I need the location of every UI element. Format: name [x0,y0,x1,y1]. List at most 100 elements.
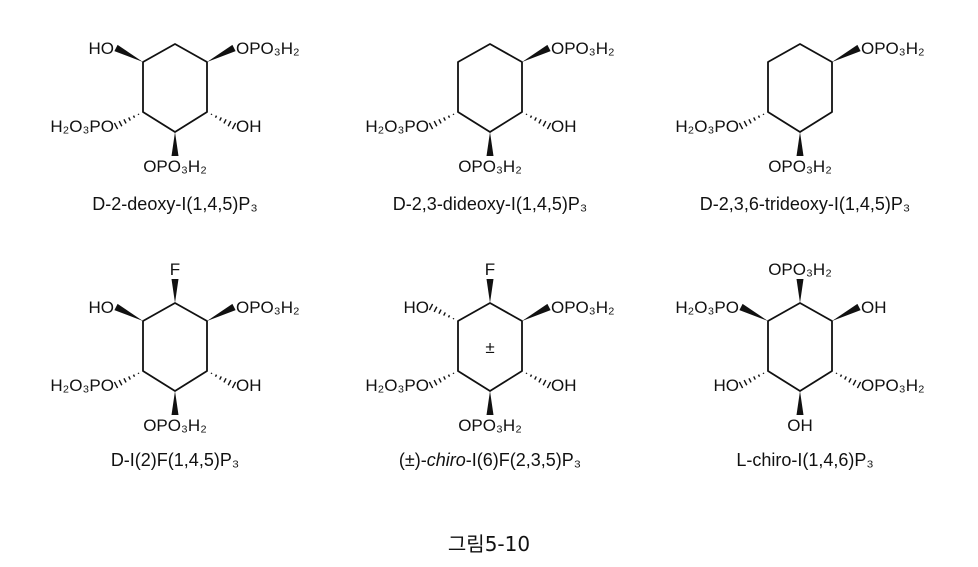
substituent-label: OPO₃H₂ [236,298,300,317]
wedge-bond [171,391,179,415]
hash-line [738,381,744,389]
substituent-label: OPO₃H₂ [458,416,522,435]
wedge-bond [486,391,494,415]
hash-line [227,120,232,127]
hash-line [534,117,537,121]
substituent-label: OH [787,416,813,435]
hash-line [137,372,140,375]
hash-line [128,376,131,380]
wedge-bond [486,279,494,303]
hash-line [118,120,123,127]
substituent-label: HO [89,39,115,58]
name-prefix: (±)- [398,450,427,470]
substituent-label: OPO₃H₂ [551,298,615,317]
hashed-bond [525,113,552,130]
hashed-bond [428,372,455,389]
hash-line [762,113,765,116]
hash-line [219,117,222,121]
hash-line [753,376,756,380]
hash-line [546,122,552,130]
hash-line [452,113,455,116]
substituent-label: OH [236,117,262,136]
hash-line [839,374,843,378]
hash-line [123,118,127,124]
substituent-label: HO [714,376,740,395]
hash-line [231,381,237,389]
hashed-bond [428,113,455,130]
hash-line [428,303,434,311]
hash-line [529,115,533,119]
hashed-bond [835,372,862,389]
hash-line [433,379,438,386]
hash-line [443,312,446,316]
hash-line [137,113,140,116]
hash-line [214,115,218,119]
cyclohexane-ring [457,43,523,133]
wedge-bond [114,303,143,321]
racemic-mark: ± [485,338,494,357]
hash-line [443,376,446,380]
wedge-bond [114,44,143,62]
hash-line [438,118,442,124]
wedge-bond [522,303,551,321]
substituent-label: H₂O₃PO [675,298,739,317]
hash-line [852,379,857,386]
hashed-bond [525,372,552,389]
substituent-label: OPO₃H₂ [861,376,925,395]
substituent-label: OPO₃H₂ [143,416,207,435]
hash-line [113,122,119,130]
hash-line [219,376,222,380]
hashed-bond [428,303,455,320]
compound-name-6: L-chiro-I(1,4,6)P₃ [736,450,874,470]
wedge-bond [832,44,861,62]
hash-line [118,379,123,386]
hash-line [538,377,542,383]
substituent-label: OPO₃H₂ [458,157,522,176]
substituent-label: OPO₃H₂ [143,157,207,176]
hash-line [132,374,136,378]
wedge-bond [522,44,551,62]
wedge-bond [796,132,804,156]
hash-line [743,120,748,127]
substituent-label: H₂O₃PO [365,117,429,136]
hashed-bond [113,113,140,130]
wedge-bond [796,391,804,415]
hash-line [438,309,442,315]
hash-line [525,372,528,375]
hash-line [447,374,451,378]
hash-line [214,374,218,378]
hash-line [856,381,862,389]
hash-line [762,372,765,375]
hash-line [452,372,455,375]
hash-line [848,377,852,383]
hash-line [223,118,227,124]
substituent-label: OH [551,117,577,136]
hash-line [438,377,442,383]
hash-line [443,117,446,121]
substituent-label: OPO₃H₂ [768,157,832,176]
hash-line [542,120,547,127]
hash-line [128,117,131,121]
cyclohexane-ring [142,43,208,133]
substituent-label: OPO₃H₂ [236,39,300,58]
name-italic: chiro [426,450,466,470]
hash-line [525,113,528,116]
substituent-label: OH [861,298,887,317]
hash-line [210,372,213,375]
hash-line [738,122,744,130]
substituent-label: OPO₃H₂ [551,39,615,58]
hash-line [534,376,537,380]
hash-line [835,372,838,375]
hash-line [757,374,761,378]
hash-line [844,376,847,380]
wedge-bond [171,132,179,156]
wedge-bond [207,303,236,321]
hash-line [428,122,434,130]
wedge-bond [796,279,804,303]
hash-line [113,381,119,389]
substituent-label: OPO₃H₂ [861,39,925,58]
substituent-label: OH [551,376,577,395]
compound-name-1: D-2-deoxy-I(1,4,5)P₃ [92,194,258,214]
substituent-label: F [485,260,495,279]
